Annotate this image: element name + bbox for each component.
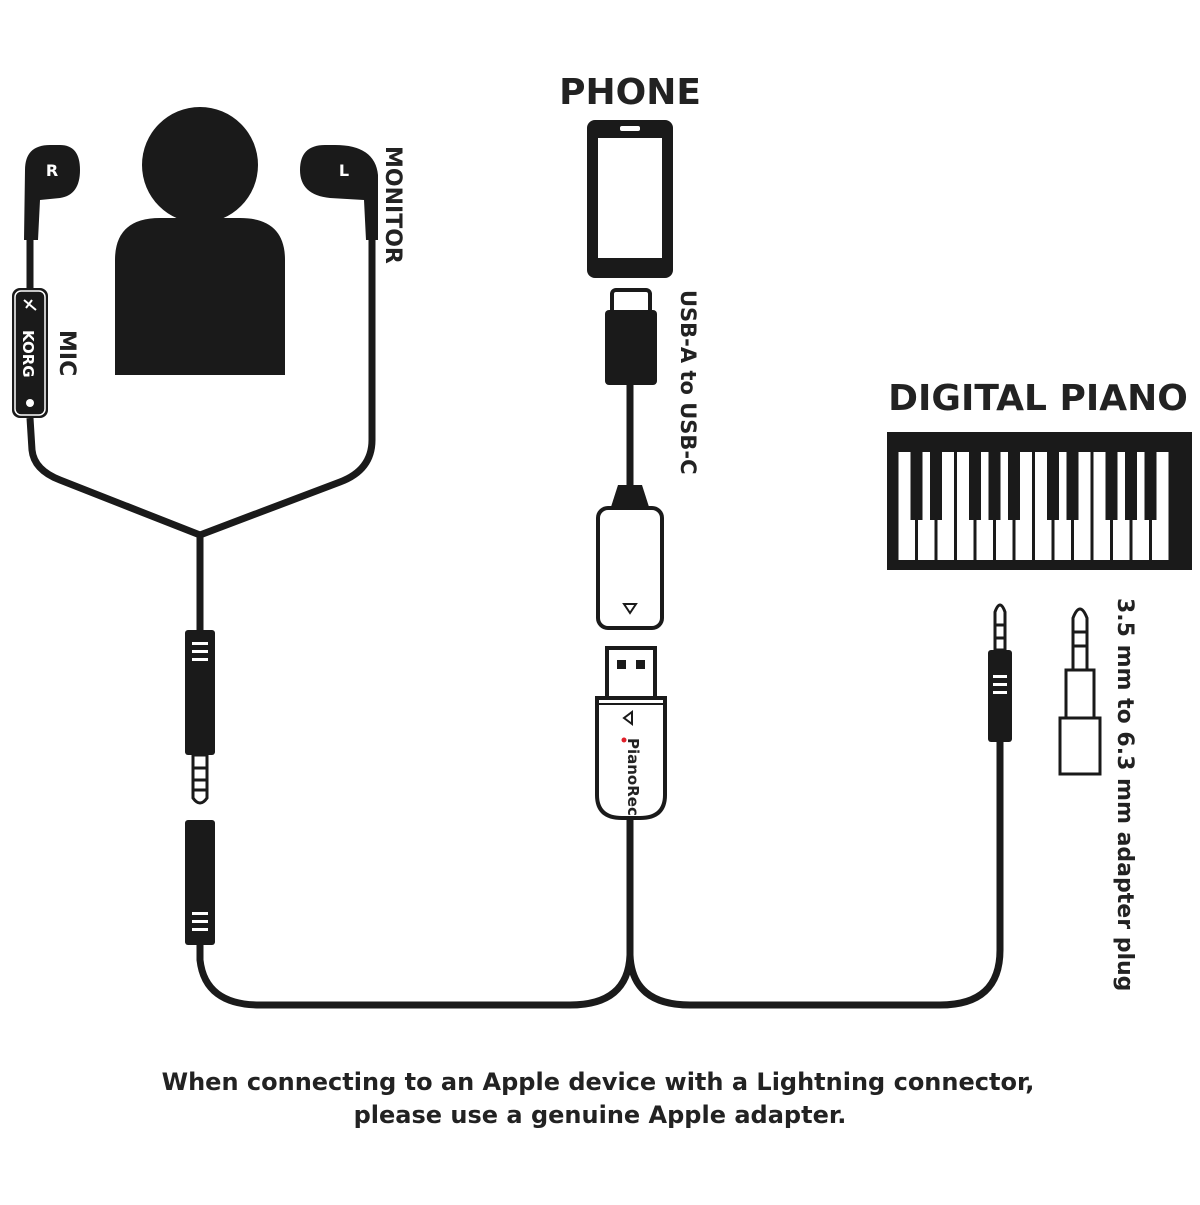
device-brand-label: PianoRec xyxy=(624,738,642,816)
y-cable-left xyxy=(196,945,634,1009)
black-key xyxy=(969,452,981,520)
black-key xyxy=(930,452,942,520)
digital-piano-label: DIGITAL PIANO xyxy=(888,378,1188,419)
black-key xyxy=(1008,452,1020,520)
headset-jack xyxy=(185,820,215,945)
mic-brand-label: KORG xyxy=(19,330,37,378)
earbud-left-cable xyxy=(198,200,376,539)
pianorec-device: PianoRec xyxy=(595,646,667,820)
stereo-plug xyxy=(988,603,1012,742)
person-icon xyxy=(115,107,285,375)
black-key xyxy=(1105,452,1118,520)
adapter-plug-label: 3.5 mm to 6.3 mm adapter plug xyxy=(1112,598,1137,991)
mic-icon xyxy=(26,399,34,407)
note-line-1: When connecting to an Apple device with … xyxy=(162,1068,1035,1096)
black-key xyxy=(1066,452,1079,520)
usb-cable-label: USB-A to USB-C xyxy=(676,290,700,475)
note-line-2: please use a genuine Apple adapter. xyxy=(354,1101,847,1129)
usb-c-plug xyxy=(605,288,657,385)
adapter-plug-icon xyxy=(1058,607,1102,776)
black-key xyxy=(1144,452,1157,520)
earbud-right-label: R xyxy=(46,161,58,180)
earbud-right-icon: R xyxy=(24,145,80,240)
mute-icon xyxy=(23,299,37,311)
monitor-label: MONITOR xyxy=(380,146,405,264)
mic-label: MIC xyxy=(54,330,79,376)
earbud-left-icon: L xyxy=(300,145,378,240)
brand-dot xyxy=(621,737,627,743)
usb-arrow-icon xyxy=(622,603,638,615)
phone-icon xyxy=(587,120,673,278)
piano-keyboard-icon xyxy=(887,432,1192,570)
y-cable-right xyxy=(626,740,1004,1009)
phone-label: PHONE xyxy=(559,72,701,113)
cables xyxy=(26,200,1004,1009)
mic-control: KORG xyxy=(12,288,48,418)
black-key xyxy=(988,452,1001,520)
usb-adapter xyxy=(596,485,664,630)
black-key xyxy=(910,452,923,520)
headset-plug xyxy=(185,630,215,805)
black-key xyxy=(1125,452,1137,520)
earbud-left-label: L xyxy=(339,161,349,180)
black-key xyxy=(1047,452,1059,520)
